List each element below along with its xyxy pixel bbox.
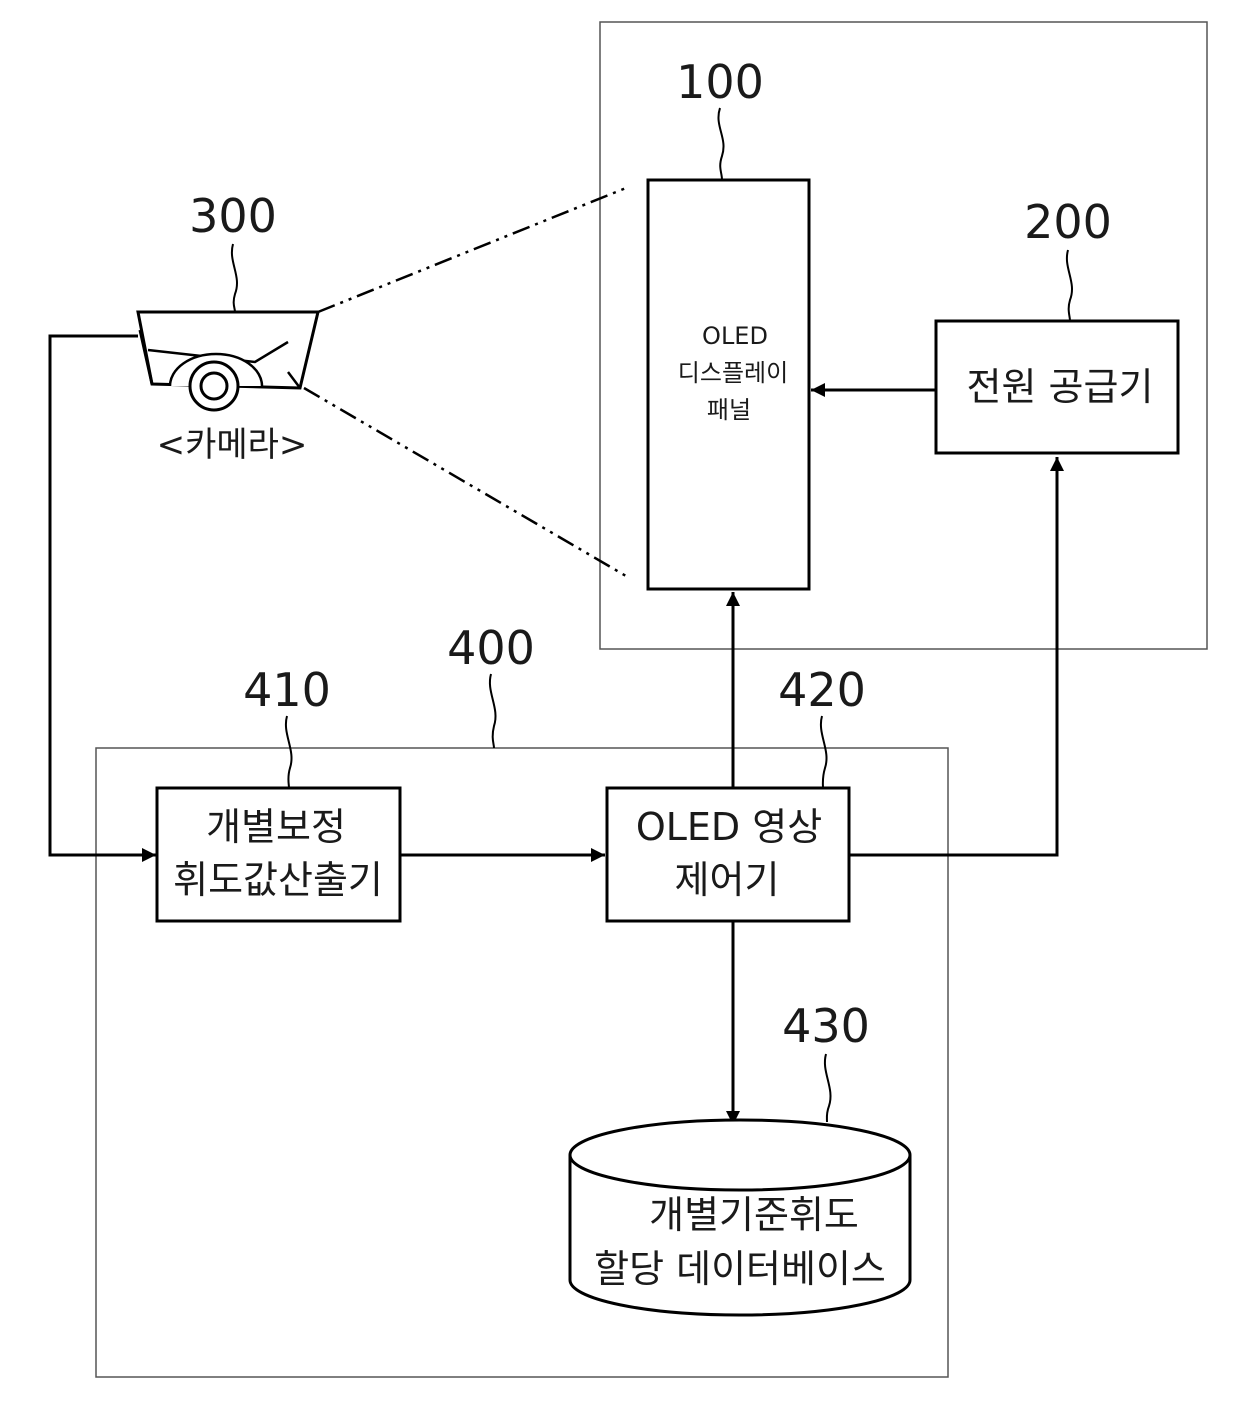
ref-420: 420	[778, 663, 866, 717]
panel-label-line1: OLED	[702, 322, 768, 350]
ref-300: 300	[189, 189, 277, 243]
leader-100	[718, 108, 723, 180]
leader-200	[1067, 250, 1072, 321]
ref-400: 400	[447, 621, 535, 675]
controller-to-power-wire	[849, 457, 1057, 855]
ref-410: 410	[243, 663, 331, 717]
database-label-line2: 할당 데이터베이스	[594, 1247, 886, 1291]
camera-label: <카메라>	[157, 425, 308, 465]
panel-label-line2: 디스플레이	[678, 359, 788, 387]
leader-430	[825, 1054, 831, 1122]
database-label-line1: 개별기준휘도	[649, 1193, 859, 1237]
power-supply-label: 전원 공급기	[967, 365, 1154, 409]
ref-100: 100	[676, 55, 764, 109]
calc-label-line1: 개별보정	[206, 805, 346, 849]
controller-label-line1: OLED 영상	[636, 805, 822, 849]
controller-label-line2: 제어기	[675, 858, 780, 902]
leader-420	[821, 716, 827, 788]
leader-300	[232, 244, 237, 312]
camera-view-line-top	[318, 188, 626, 312]
ref-430: 430	[782, 999, 870, 1053]
ref-200: 200	[1024, 195, 1112, 249]
calc-label-line2: 휘도값산출기	[173, 858, 383, 902]
panel-label-line3: 패널	[707, 396, 751, 424]
leader-400	[490, 674, 496, 748]
camera-to-calc-wire	[50, 336, 156, 855]
camera-view-line-bottom	[304, 388, 626, 576]
camera-icon	[138, 312, 318, 410]
leader-410	[286, 716, 292, 788]
